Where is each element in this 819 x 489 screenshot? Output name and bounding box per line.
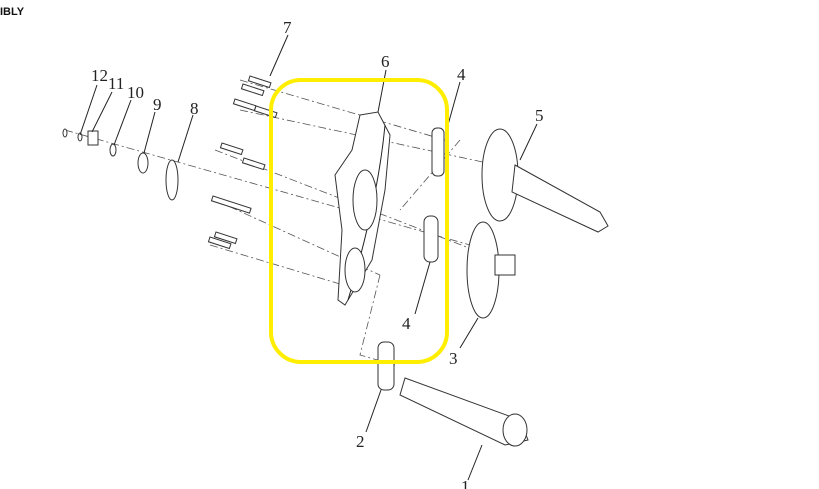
assembly-axes bbox=[64, 79, 521, 366]
callout-labels: 1 2 3 4 4 5 6 7 8 9 10 11 12 bbox=[91, 18, 544, 489]
callout-7[interactable]: 7 bbox=[283, 18, 292, 37]
callout-12[interactable]: 12 bbox=[91, 66, 108, 85]
bolts-part-7 bbox=[207, 75, 278, 250]
bearing-4-lower bbox=[423, 215, 439, 263]
highlight-box bbox=[269, 78, 449, 364]
part-10 bbox=[109, 143, 117, 157]
part-9 bbox=[137, 152, 149, 174]
part-8 bbox=[165, 159, 179, 201]
callout-2[interactable]: 2 bbox=[356, 432, 365, 451]
callout-4-lower[interactable]: 4 bbox=[402, 314, 411, 333]
part-11-nut bbox=[87, 130, 99, 146]
gear-part-3 bbox=[466, 221, 516, 319]
part-11-washer bbox=[77, 132, 83, 142]
callout-10[interactable]: 10 bbox=[127, 83, 144, 102]
callout-3[interactable]: 3 bbox=[449, 349, 458, 368]
gearbox-cover-part-6 bbox=[334, 111, 391, 306]
shaft-part-1 bbox=[399, 377, 529, 447]
bearing-4-upper bbox=[431, 127, 445, 177]
callout-9[interactable]: 9 bbox=[153, 95, 162, 114]
shaft-part-5 bbox=[481, 128, 609, 233]
part-12 bbox=[62, 128, 68, 138]
bearings bbox=[377, 127, 445, 391]
bearing-2 bbox=[377, 341, 395, 391]
callout-11[interactable]: 11 bbox=[108, 74, 124, 93]
washers-nuts bbox=[62, 128, 179, 201]
callout-5[interactable]: 5 bbox=[535, 106, 544, 125]
callout-8[interactable]: 8 bbox=[190, 99, 199, 118]
callout-4-upper[interactable]: 4 bbox=[457, 65, 466, 84]
diagram-title: IBLY bbox=[0, 6, 25, 18]
callout-6[interactable]: 6 bbox=[381, 52, 390, 71]
callout-1[interactable]: 1 bbox=[461, 477, 470, 489]
